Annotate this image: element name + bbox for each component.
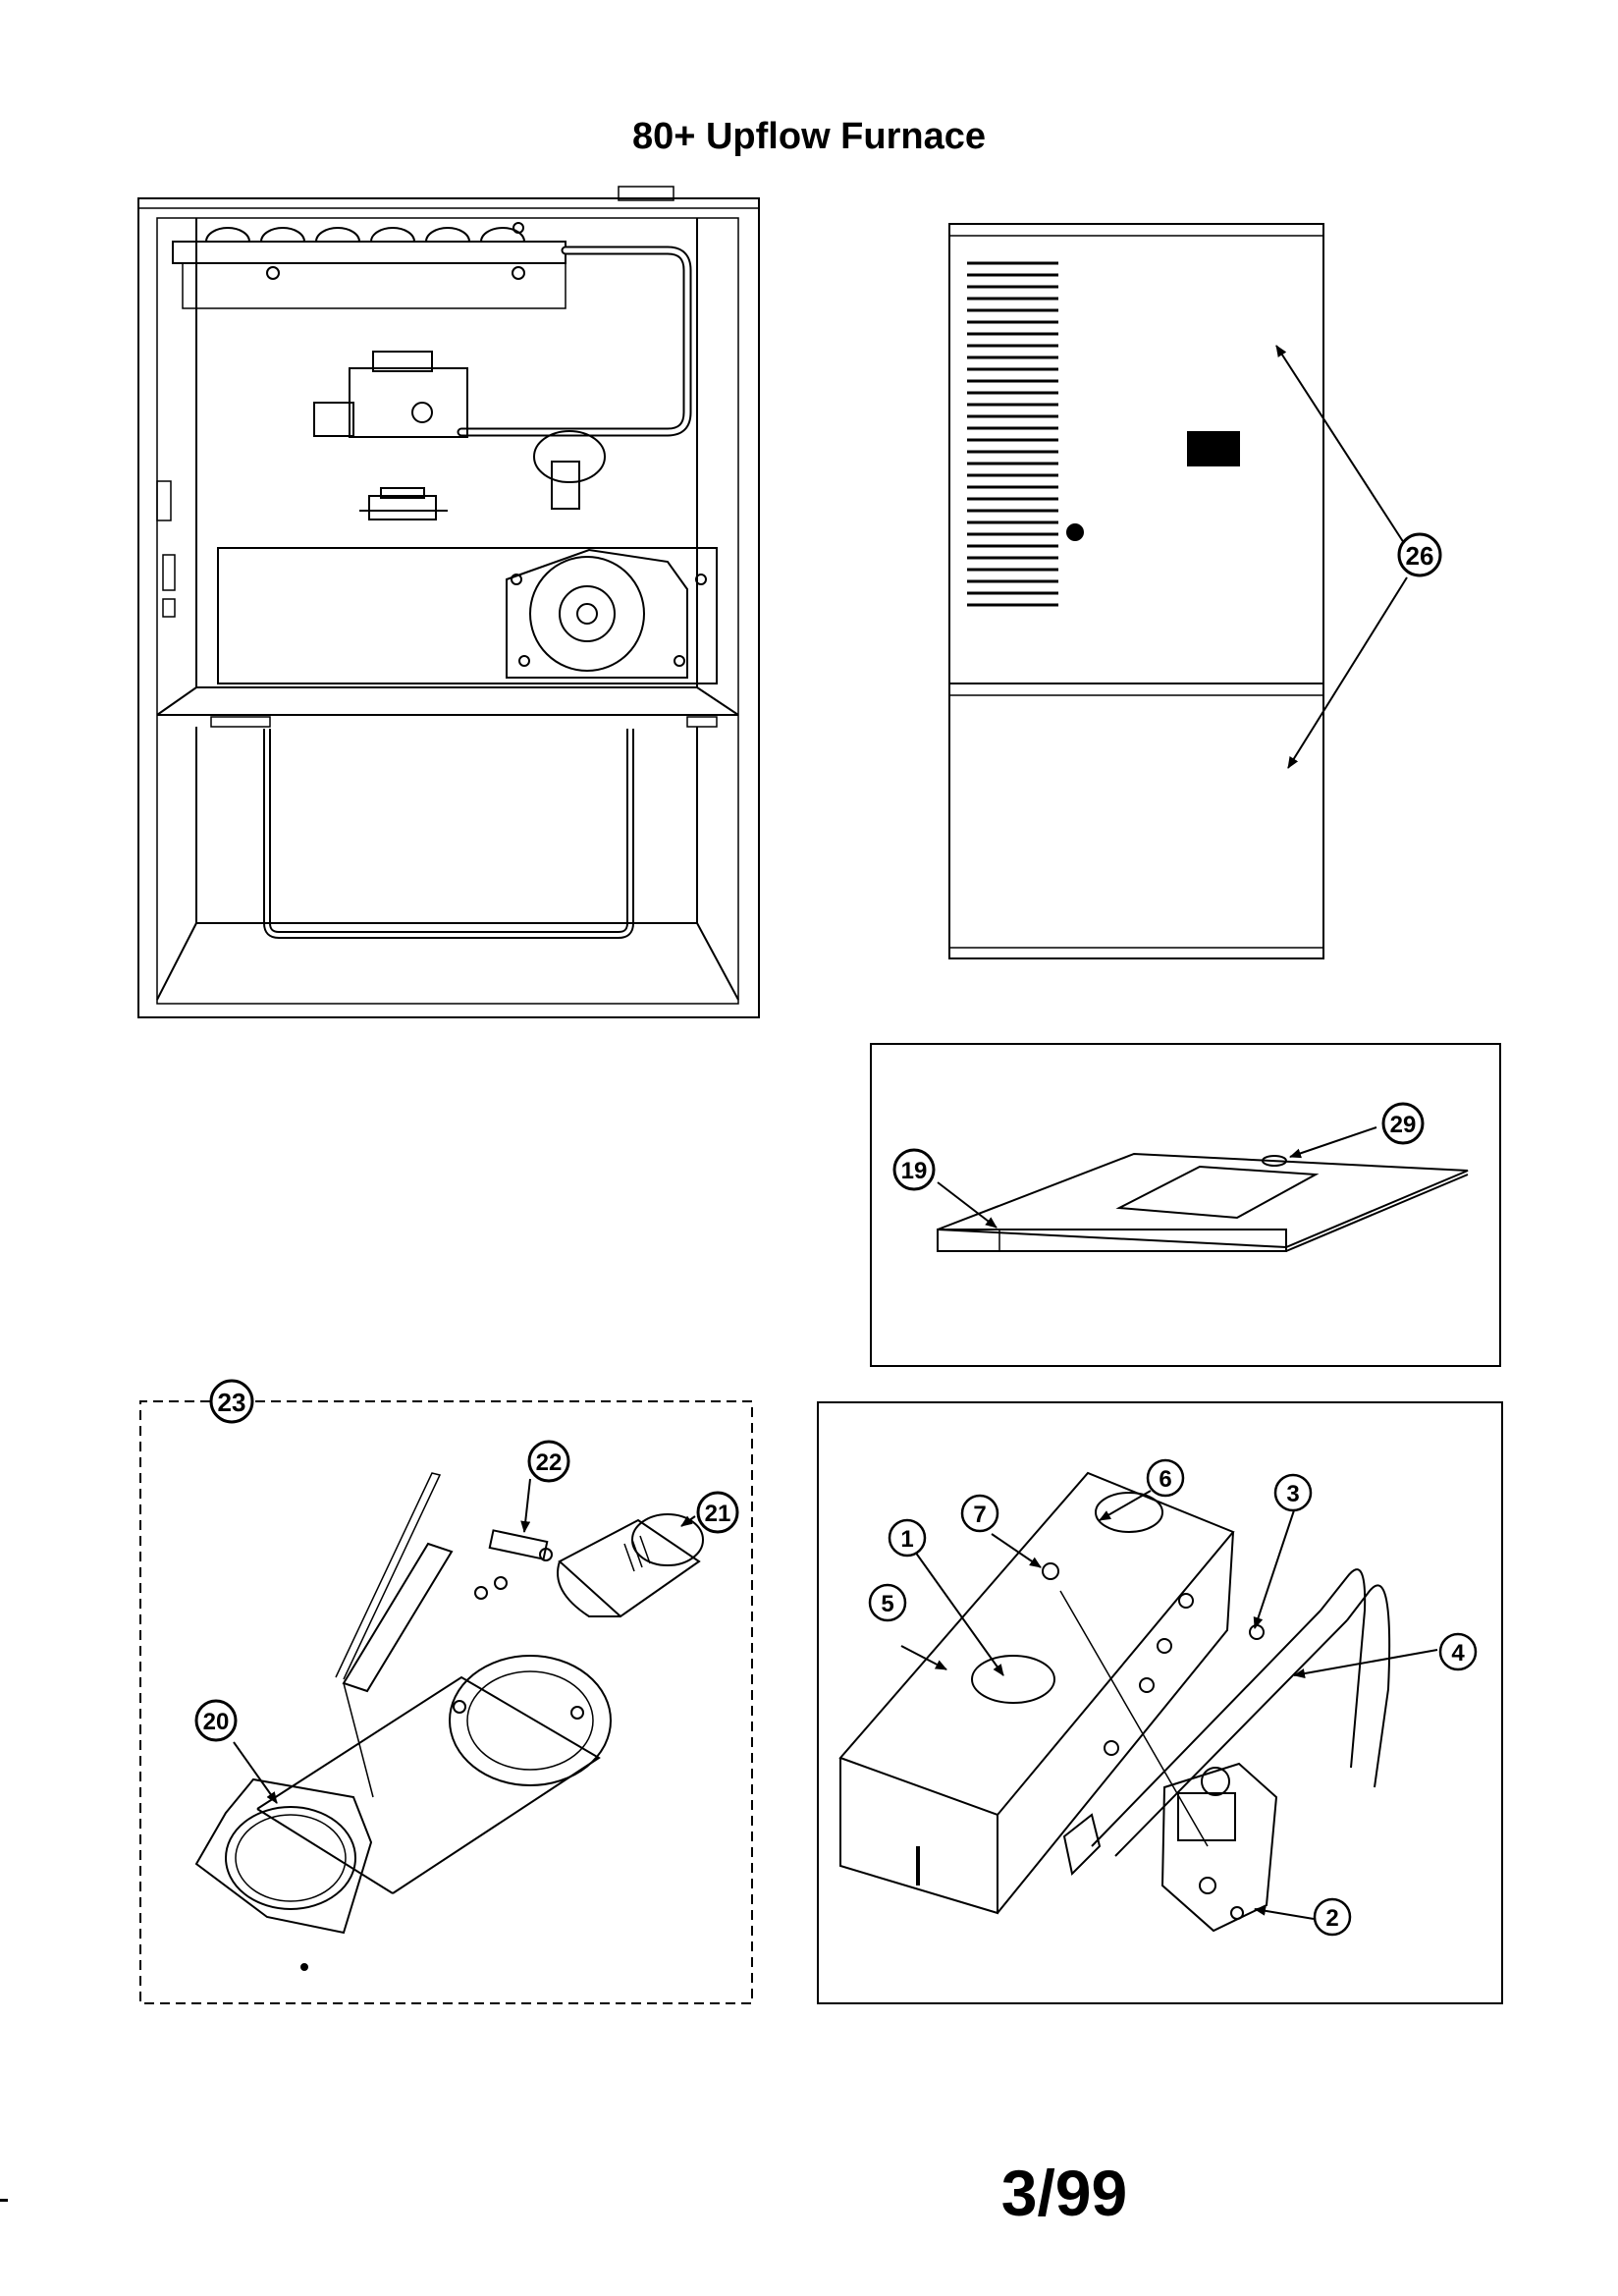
callout-26-leaders	[1275, 345, 1408, 769]
callout-19: 19	[892, 1148, 936, 1191]
callout-5: 5	[868, 1583, 907, 1622]
blower-assembly-view	[139, 1400, 753, 2004]
svg-text:21: 21	[705, 1501, 731, 1527]
burner-bar	[172, 222, 566, 309]
gas-valve	[1160, 1762, 1278, 1933]
callout-23: 23	[209, 1379, 254, 1424]
callout-29: 29	[1381, 1102, 1425, 1145]
svg-text:23: 23	[218, 1388, 246, 1417]
callout-22: 22	[527, 1440, 570, 1483]
capacitor	[488, 1529, 553, 1561]
svg-text:2: 2	[1325, 1905, 1338, 1932]
callout-20: 20	[194, 1699, 238, 1742]
page-title: 80+ Upflow Furnace	[631, 116, 987, 157]
callout-2: 2	[1313, 1897, 1352, 1937]
svg-text:6: 6	[1159, 1466, 1171, 1493]
inducer-blower	[217, 547, 718, 684]
svg-text:3: 3	[1286, 1481, 1299, 1507]
svg-text:19: 19	[901, 1158, 928, 1184]
filter-rail-panel	[870, 1043, 1501, 1367]
transformer	[359, 487, 448, 520]
svg-text:4: 4	[1451, 1640, 1465, 1667]
door-knob	[1066, 523, 1084, 541]
margin-mark	[0, 2199, 8, 2202]
callout-6: 6	[1146, 1458, 1185, 1498]
gas-valve-installed	[313, 351, 468, 438]
callout-4: 4	[1438, 1632, 1478, 1671]
svg-text:1: 1	[900, 1526, 913, 1553]
page-number: 3/99	[1000, 2157, 1128, 2229]
svg-text:7: 7	[973, 1502, 986, 1528]
burner-box	[838, 1471, 1235, 1915]
callout-3: 3	[1273, 1473, 1313, 1512]
svg-text:26: 26	[1406, 541, 1434, 571]
furnace-interior-view	[137, 186, 760, 1018]
callout-26: 26	[1397, 532, 1442, 577]
sensor-component	[533, 430, 606, 510]
furnace-exterior-view	[948, 223, 1324, 959]
sight-window	[1187, 431, 1240, 466]
svg-text:20: 20	[203, 1709, 230, 1735]
callout-21: 21	[696, 1491, 739, 1534]
svg-text:5: 5	[881, 1591, 893, 1617]
burner-assembly-view	[817, 1401, 1503, 2004]
motor	[557, 1513, 704, 1618]
callout-7: 7	[960, 1494, 999, 1533]
svg-text:29: 29	[1390, 1112, 1417, 1138]
louver-vents	[967, 261, 1058, 607]
svg-text:22: 22	[536, 1449, 563, 1476]
callout-1: 1	[888, 1518, 927, 1558]
manifold-pipe	[1062, 1568, 1391, 1877]
